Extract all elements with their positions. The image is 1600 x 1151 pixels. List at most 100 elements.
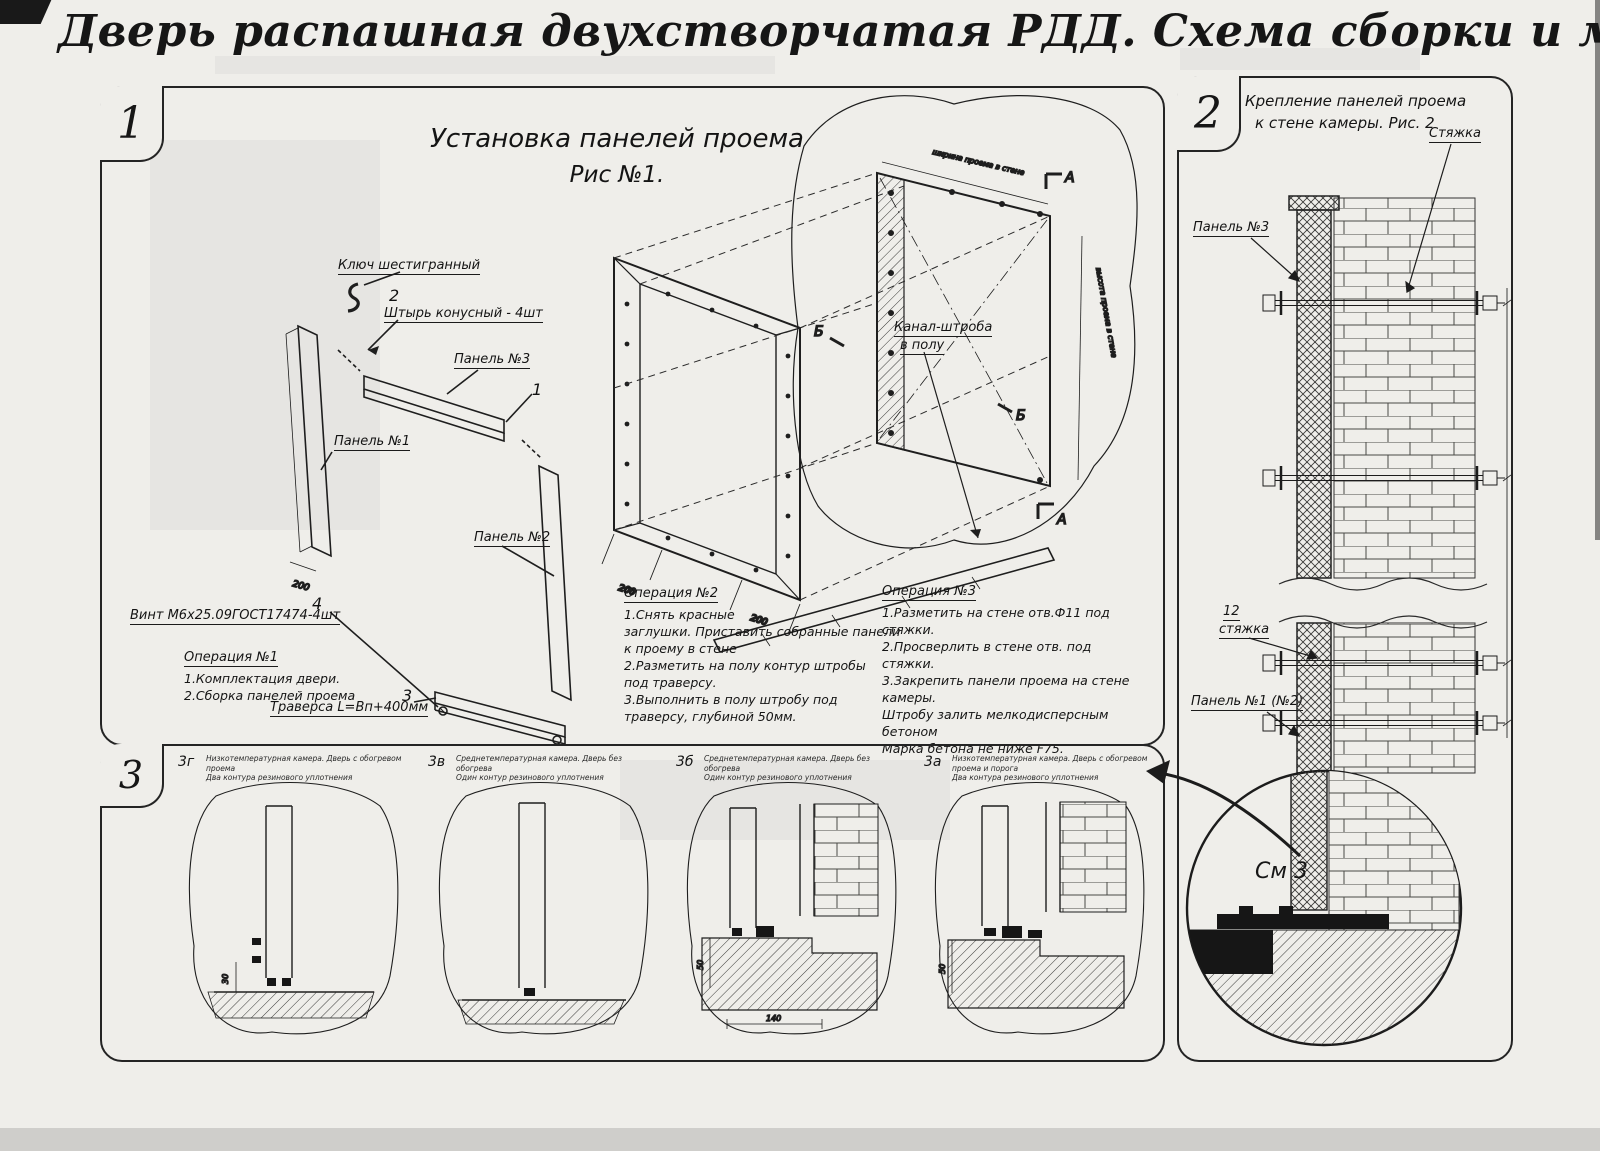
figure2-number-badge: 2 [1177, 76, 1241, 152]
figure1-title: Установка панелей проема [429, 124, 804, 154]
figure1-panel: 1 Установка панелей проема Рис №1. [100, 86, 1165, 756]
label-leaders [1248, 143, 1452, 737]
figure3-section-3b: 3б Среднетемпературная камера. Дверь без… [668, 752, 912, 1058]
operation-3-line: 3.Закрепить панели проема на стене камер… [882, 673, 1130, 705]
operation-3-line: 1.Разметить на стене отв.Ф11 под [882, 605, 1110, 620]
operation-1-text: Операция №1 1.Комплектация двери. 2.Сбор… [184, 648, 355, 704]
section-caption-line: Среднетемпературная камера. Дверь без об… [704, 754, 871, 773]
label-panel-1-2: Панель №1 (№2) [1191, 694, 1304, 711]
label-channel2: в полу [900, 338, 945, 355]
brick-wall-section [1333, 197, 1476, 774]
label-traverse: Траверса L=Bп+400мм [270, 700, 429, 717]
dim-50: 50 [938, 964, 947, 974]
section-caption: Низкотемпературная камера. Дверь с обогр… [206, 754, 408, 783]
callout-1: 1 [532, 380, 543, 399]
label-tie-2: стяжка [1219, 622, 1270, 639]
detail-circle-see3: См 3 [1185, 769, 1463, 1047]
label-tie: Стяжка [1429, 126, 1481, 143]
section-caption-line: Один контур резинового уплотнения [704, 773, 852, 782]
callout-2: 2 [389, 286, 400, 305]
section-caption-line: Один контур резинового уплотнения [456, 773, 604, 782]
operation-2-line: 3.Выполнить в полу штробу под [624, 692, 838, 707]
label-f2-panel3: Панель №3 [1193, 220, 1270, 237]
operation-3-line: стяжки. [882, 622, 935, 637]
figure3-section-3v: 3в Среднетемпературная камера. Дверь без… [420, 752, 664, 1058]
threshold-detail-3a: 50 [934, 781, 1145, 1035]
figure1-number-badge: 1 [100, 86, 164, 162]
break-lines [1278, 577, 1491, 629]
operation-3-line: 2.Просверлить в стене отв. под [882, 639, 1092, 654]
bleed-through-artifact [215, 56, 775, 74]
callout-4: 4 [312, 594, 323, 613]
scan-edge-artifact [1595, 0, 1600, 540]
tie-rod [1262, 466, 1505, 490]
section-caption: Среднетемпературная камера. Дверь без об… [704, 754, 906, 783]
section-caption-line: Два контура резинового уплотнения [952, 773, 1099, 782]
threshold-detail-3v [438, 781, 649, 1035]
operation-3-line: Штробу залить мелкодисперсным бетоном [882, 707, 1109, 739]
section-caption-line: Низкотемпературная камера. Дверь с обогр… [206, 754, 402, 773]
section-caption-line: Среднетемпературная камера. Дверь без об… [456, 754, 623, 773]
operation-2-title: Операция №2 [624, 586, 718, 603]
dim-140: 140 [766, 1014, 781, 1023]
section-caption: Среднетемпературная камера. Дверь без об… [456, 754, 658, 783]
section-caption-line: Низкотемпературная камера. Дверь с обогр… [952, 754, 1148, 773]
operation-2-line: 1.Снять красные [624, 607, 735, 622]
label-panel3: Панель №3 [454, 352, 531, 369]
figure3-number-badge: 3 [100, 744, 164, 808]
callout-3: 3 [402, 686, 413, 705]
see3-label: См 3 [1255, 859, 1308, 884]
figure1-subtitle: Рис №1. [569, 162, 665, 188]
figure3-section-3g: 3г Низкотемпературная камера. Дверь с об… [170, 752, 414, 1058]
label-channel: Канал-штроба [894, 320, 993, 337]
figure2-subtitle: к стене камеры. Рис. 2 [1255, 114, 1435, 132]
section-mark-a: А [1064, 170, 1075, 186]
scan-corner-artifact [0, 0, 52, 24]
operation-2-text: Операция №2 1.Снять красные заглушки. Пр… [624, 584, 900, 725]
operation-1-line: 2.Сборка панелей проема [184, 688, 356, 703]
scan-bottom-band [0, 1128, 1600, 1151]
dim-opening-height: высота проема в стене [1094, 267, 1119, 359]
screw-icon [552, 735, 562, 745]
drawing-title: Дверь распашная двухстворчатая РДД. Схем… [58, 6, 1600, 57]
operation-1-title: Операция №1 [184, 650, 278, 667]
operation-2-line: заглушки. Приставить собранные панели [624, 624, 901, 639]
operation-2-line: 2.Разметить на полу контур штробы [624, 658, 866, 673]
figure1-number: 1 [117, 97, 145, 149]
operation-3-line: стяжки. [882, 656, 935, 671]
assembled-frame-view: 200 200 [601, 256, 801, 635]
section-caption: Низкотемпературная камера. Дверь с обогр… [952, 754, 1154, 783]
label-screw: Винт М6х25.09ГОСТ17474-4шт [130, 608, 341, 625]
section-id: 3в [428, 754, 446, 770]
label-panel2: Панель №2 [474, 530, 551, 547]
operation-2-line: к проему в стене [624, 641, 737, 656]
figure2-number: 2 [1194, 87, 1222, 139]
insulated-panel-section [1288, 195, 1340, 774]
frame-holes [624, 291, 791, 573]
opening-panel-strip [876, 172, 905, 451]
label-pos-12: 12 [1223, 604, 1240, 621]
dimension-line [1502, 288, 1511, 738]
dim-50: 50 [696, 960, 705, 970]
operation-2-line: траверсу, глубиной 50мм. [624, 709, 797, 724]
operation-2-line: под траверсу. [624, 675, 717, 690]
dim-opening-width: ширина проема в стене [932, 147, 1026, 177]
dim-30: 30 [221, 974, 230, 984]
figure2-title: Крепление панелей проема [1245, 92, 1467, 110]
section-id: 3б [676, 754, 694, 770]
tie-rod [1262, 711, 1505, 735]
tie-rods [1262, 291, 1505, 735]
projection-lines [613, 172, 1051, 601]
section-mark-b: Б [1016, 408, 1026, 424]
operation-1-line: 1.Комплектация двери. [184, 671, 341, 686]
figure3-panel: 3 3г Низкотемпературная камера. Дверь с … [100, 744, 1165, 1062]
threshold-detail-3g: 30 [188, 781, 399, 1035]
dim-200: 200 [291, 579, 311, 593]
threshold-detail-3b: 140 50 [686, 781, 897, 1035]
label-hex-key: Ключ шестигранный [338, 258, 481, 275]
operation-3-title: Операция №3 [882, 584, 976, 601]
figure3-section-3a: 3а Низкотемпературная камера. Дверь с об… [916, 752, 1160, 1058]
section-id: 3г [178, 754, 195, 770]
figure3-number: 3 [118, 753, 144, 797]
